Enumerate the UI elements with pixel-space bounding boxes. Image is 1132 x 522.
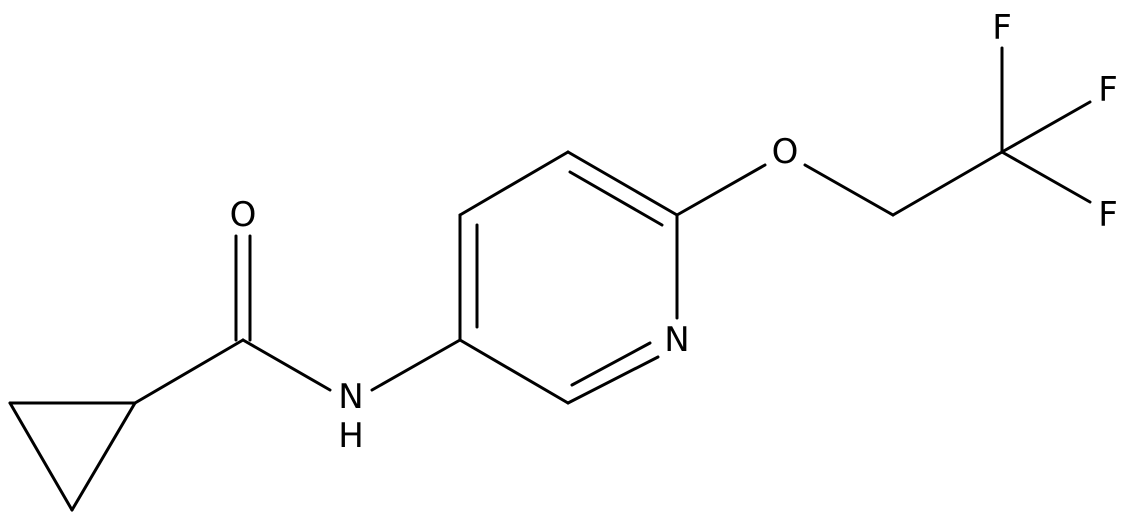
bond-cf-upper-right <box>1000 100 1092 154</box>
atom-o-carbonyl: O <box>230 195 257 235</box>
bond-cf-lower-right <box>1000 150 1092 204</box>
bonds <box>8 46 1092 512</box>
atom-o-ether: O <box>772 132 799 172</box>
bond-nitrogen-ring <box>370 338 462 392</box>
bond-ether-methylene <box>803 163 895 217</box>
bond-ring-6 <box>458 338 570 405</box>
atom-labels: O N H N O F F F <box>230 8 1118 456</box>
bond-ring-5 <box>566 355 660 405</box>
bond-cyclopropyl-carbonyl <box>133 338 245 405</box>
bond-cyclopropyl-3 <box>70 401 137 512</box>
bond-ring-2 <box>458 150 570 217</box>
bond-cyclopropyl-2 <box>8 401 74 512</box>
atom-n-amide: N <box>338 377 363 417</box>
bond-carbonyl-nitrogen <box>241 338 332 392</box>
atom-h-amide: H <box>338 416 364 456</box>
bond-ring-5-inner <box>570 341 652 387</box>
bond-methylene-cf3 <box>891 150 1004 217</box>
bond-ring-ether <box>675 163 767 217</box>
bond-ring-3 <box>566 150 679 217</box>
atom-n-pyridine: N <box>664 320 689 360</box>
atom-f-upper-right: F <box>1098 70 1118 110</box>
atom-f-top: F <box>992 8 1012 48</box>
atom-f-lower-right: F <box>1098 195 1118 235</box>
bond-ring-3-inner <box>568 170 664 227</box>
